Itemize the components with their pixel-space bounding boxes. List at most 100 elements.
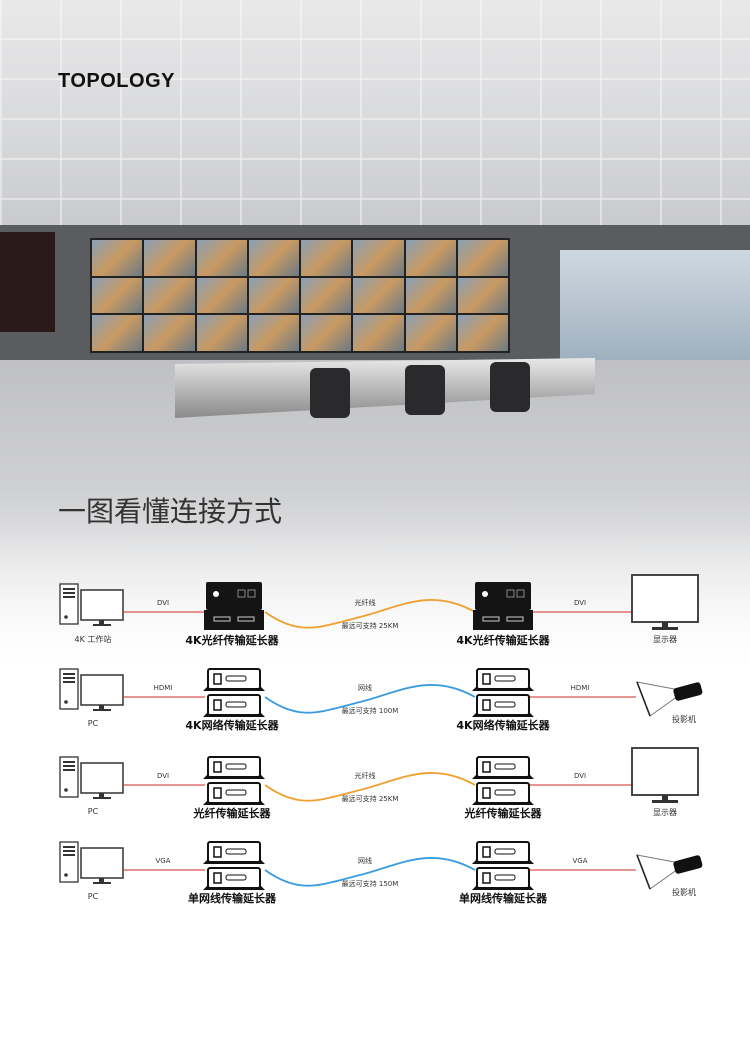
pc-screen — [80, 762, 124, 794]
extender-device — [472, 841, 534, 890]
projector-icon — [636, 854, 703, 890]
tower-slot — [63, 588, 75, 590]
device-port — [494, 789, 516, 796]
tower-slot — [63, 596, 75, 598]
extender-device — [472, 756, 534, 805]
device-top — [207, 841, 261, 863]
device-bottom — [204, 610, 264, 630]
device-port — [482, 591, 488, 597]
chair — [490, 362, 530, 412]
extender-device — [203, 841, 265, 890]
tower-slot — [63, 769, 75, 771]
device-top — [476, 841, 530, 863]
sender-device-label: 4K网络传输延长器 — [185, 719, 279, 732]
device-port — [213, 787, 222, 799]
device-port — [494, 763, 516, 770]
device-port — [482, 699, 491, 711]
device-port — [225, 848, 247, 855]
network-cable — [264, 684, 476, 714]
device-bottom — [476, 694, 530, 716]
monitor-stand — [662, 795, 668, 801]
tower-slot — [63, 673, 75, 675]
target-label: 投影机 — [672, 715, 696, 724]
tower-slot — [63, 681, 75, 683]
dvi-port — [237, 616, 255, 622]
device-port — [494, 874, 516, 881]
output-signal-label: DVI — [573, 772, 587, 780]
diagram-graphics — [59, 574, 703, 890]
pc-icon — [59, 583, 124, 626]
device-port — [247, 589, 256, 598]
ceiling — [0, 0, 750, 240]
distance-label: 最远可支持 25KM — [341, 622, 399, 630]
receiver-device-label: 4K网络传输延长器 — [456, 719, 550, 732]
projection-screen — [636, 854, 651, 890]
tower-slot — [63, 850, 75, 852]
device-port — [225, 675, 247, 682]
monitor-base — [652, 627, 678, 630]
monitor-screen — [631, 747, 699, 796]
device-port — [482, 761, 491, 773]
projector-icon — [636, 681, 703, 717]
control-room-photo — [0, 0, 750, 680]
tower-slot — [63, 846, 75, 848]
input-signal-label: DVI — [156, 772, 170, 780]
output-signal-label: VGA — [572, 857, 588, 865]
device-port — [482, 872, 491, 884]
device-top — [206, 582, 262, 610]
device-bottom — [476, 782, 530, 804]
device-port — [494, 701, 516, 708]
device-port — [213, 591, 219, 597]
device-port — [213, 846, 222, 858]
page-title: TOPOLOGY — [58, 70, 175, 92]
input-signal-label: DVI — [156, 599, 170, 607]
sender-device-label: 单网线传输延长器 — [188, 892, 276, 905]
page-subtitle: 一图看懂连接方式 — [58, 495, 283, 528]
receiver-device-label: 光纤传输延长器 — [464, 807, 542, 820]
device-port — [225, 789, 247, 796]
led-panel — [0, 232, 55, 332]
device-port — [482, 673, 491, 685]
cable-label: 光纤线 — [354, 599, 376, 607]
pc-icon — [59, 841, 124, 884]
device-port — [225, 874, 247, 881]
pc-icon — [59, 756, 124, 799]
tower-slot — [63, 592, 75, 594]
tower-slot — [63, 854, 75, 856]
device-port — [213, 872, 222, 884]
device-top — [207, 668, 261, 690]
extender-device — [204, 582, 264, 630]
tower-slot — [63, 677, 75, 679]
chair — [310, 368, 350, 418]
extender-device — [473, 582, 533, 630]
pc-base — [93, 882, 111, 884]
output-signal-label: HDMI — [570, 684, 590, 692]
monitor-stand — [662, 622, 668, 628]
pc-base — [93, 709, 111, 711]
projector-body — [673, 682, 703, 701]
monitor-icon — [631, 574, 699, 630]
extender-device — [203, 668, 265, 717]
sender-device-label: 光纤传输延长器 — [193, 807, 271, 820]
pc-stand — [99, 705, 104, 709]
power-dot — [64, 788, 68, 792]
extender-device — [203, 756, 265, 805]
device-port — [213, 761, 222, 773]
network-cable — [264, 857, 476, 887]
distance-label: 最远可支持 100M — [341, 707, 399, 715]
dvi-port — [213, 616, 231, 622]
power-dot — [64, 615, 68, 619]
pc-stand — [99, 793, 104, 797]
projection-screen — [636, 681, 651, 717]
distance-label: 最远可支持 150M — [341, 880, 399, 888]
input-signal-label: VGA — [155, 857, 171, 865]
ceiling-grid — [0, 0, 750, 230]
distance-label: 最远可支持 25KM — [341, 795, 399, 803]
device-top — [207, 756, 261, 778]
monitor-base — [652, 800, 678, 803]
device-port — [506, 589, 515, 598]
device-port — [482, 846, 491, 858]
monitor-icon — [631, 747, 699, 803]
cable-label: 网线 — [358, 857, 372, 865]
fiber-cable — [264, 772, 476, 802]
